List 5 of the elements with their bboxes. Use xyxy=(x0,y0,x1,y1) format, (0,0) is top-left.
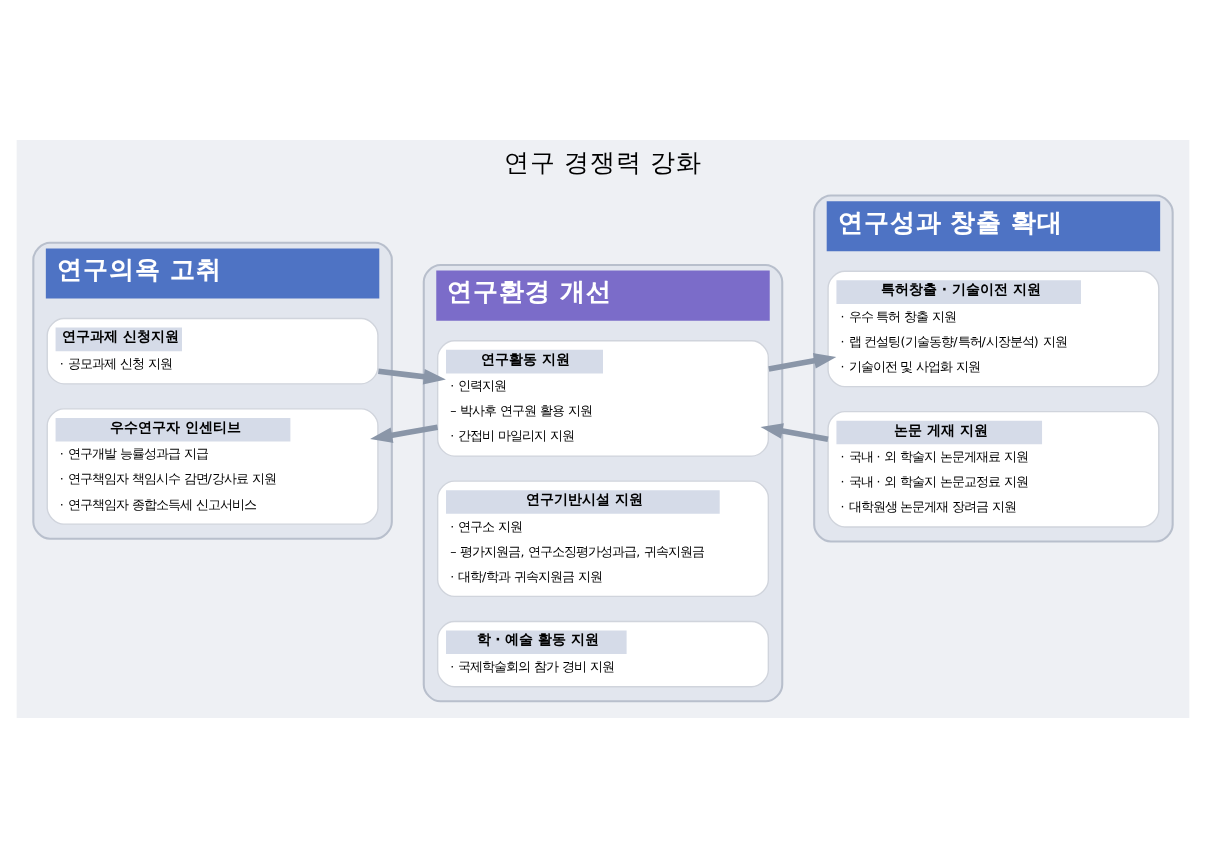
arrow xyxy=(760,423,829,443)
diagram-title: 연구 경쟁력 강화 xyxy=(504,147,702,178)
arrow xyxy=(768,353,837,372)
arrow xyxy=(378,368,446,385)
arrow xyxy=(370,424,439,443)
